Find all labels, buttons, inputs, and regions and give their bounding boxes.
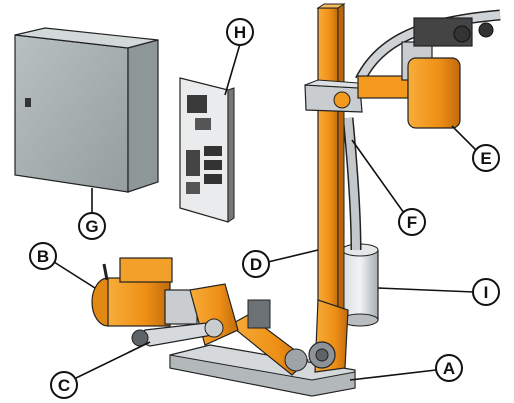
svg-text:I: I [484,283,489,302]
column-clamp [304,75,409,113]
base-plate [169,344,356,397]
callout-i: I [472,278,500,306]
svg-text:H: H [234,23,246,42]
svg-text:B: B [37,247,49,266]
callout-e: E [472,144,500,172]
svg-text:G: G [85,217,98,236]
control-board [179,77,235,223]
svg-text:E: E [480,149,491,168]
callout-f: F [398,208,426,236]
svg-text:C: C [58,376,70,395]
callout-c: C [50,371,78,399]
svg-text:D: D [250,255,262,274]
vertical-column [316,3,346,331]
leader-lines [53,43,485,381]
callout-b: B [29,242,57,270]
svg-text:A: A [443,359,455,378]
callout-d: D [242,250,270,278]
callout-h: H [226,18,254,46]
callout-a: A [435,354,463,382]
swing-arm [228,299,349,376]
callout-g: G [78,212,106,240]
top-motor [401,17,494,129]
svg-text:F: F [407,213,417,232]
flexible-hose [342,9,501,251]
electrical-cabinet [14,27,159,193]
